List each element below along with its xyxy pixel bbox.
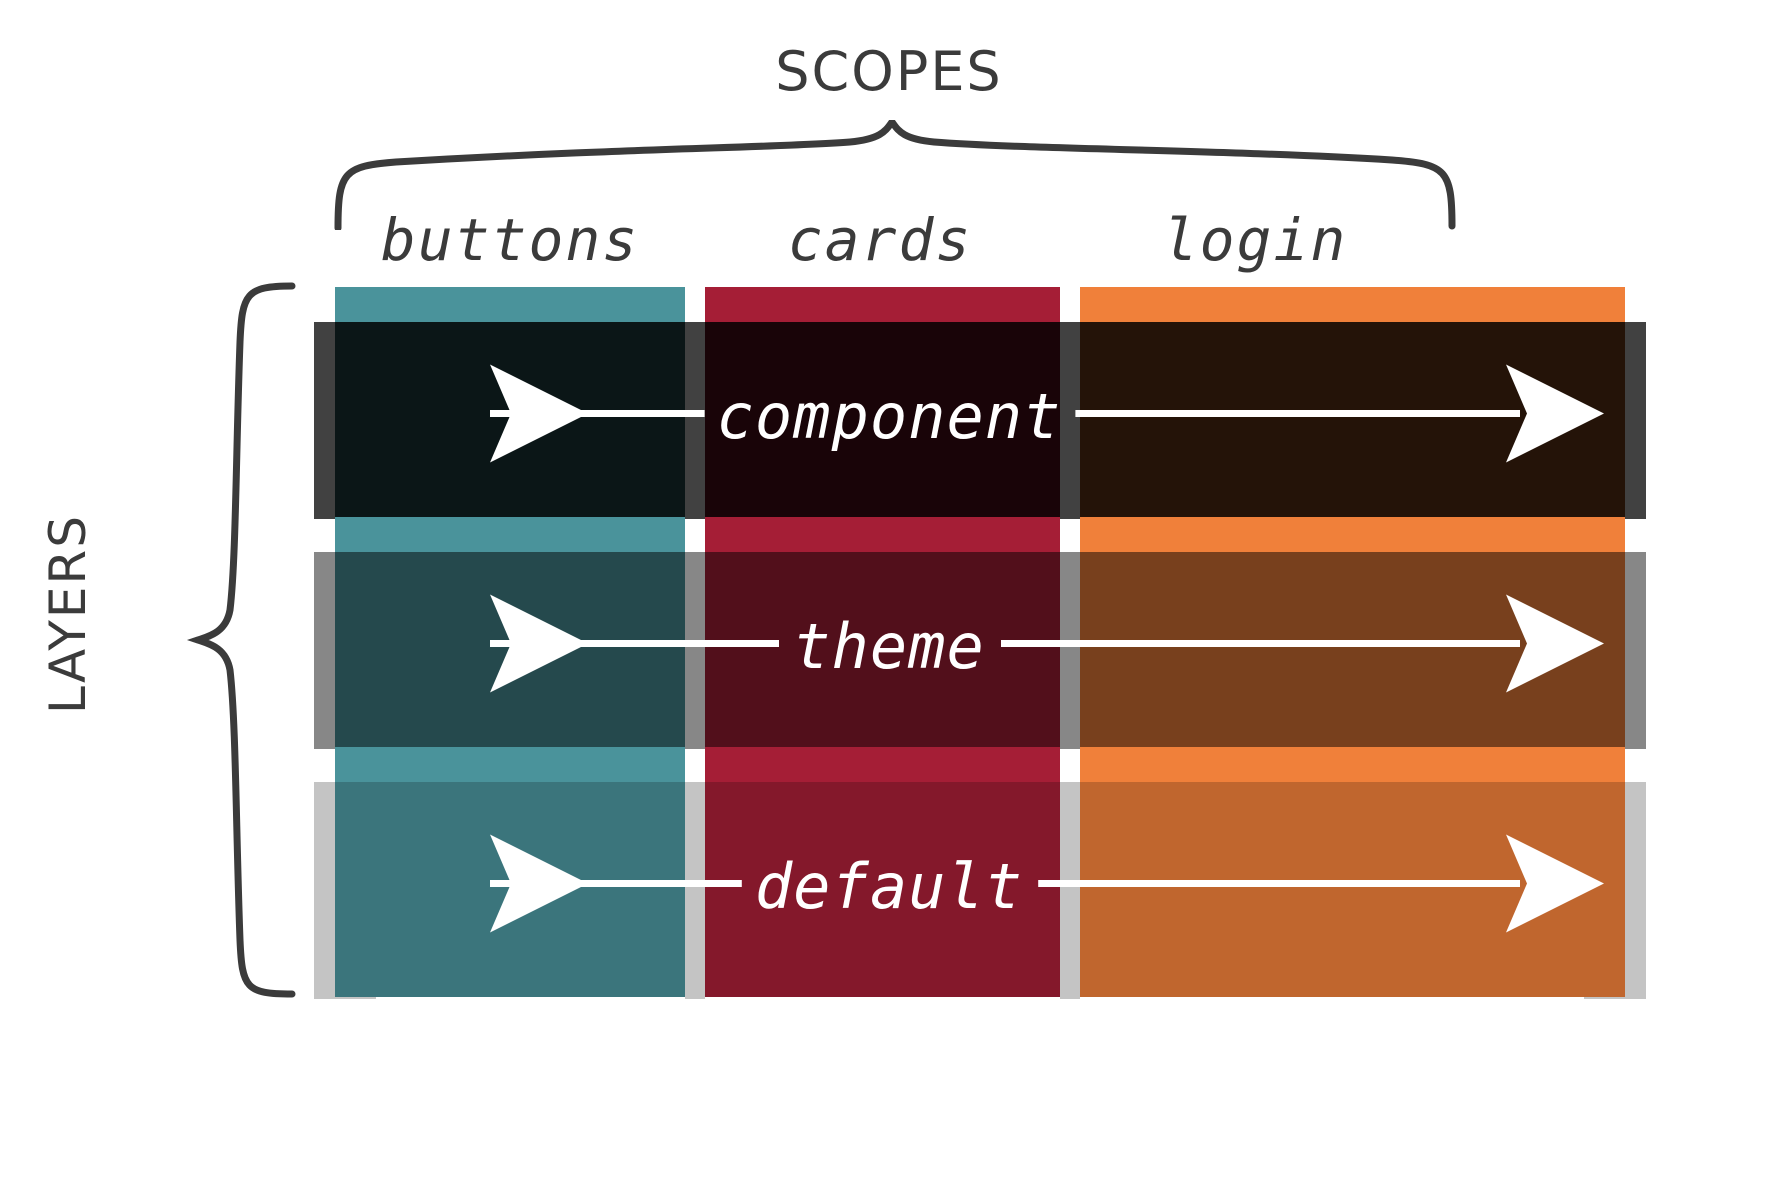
layer-gutter-rail-0: [1060, 322, 1080, 519]
layer-gutter-rail-1: [685, 552, 705, 749]
scope-label-cards: cards: [787, 206, 973, 274]
scopes-title: SCOPES: [775, 40, 1003, 103]
layer-label-default: default: [754, 849, 1024, 923]
layer-label-component: component: [716, 379, 1062, 453]
scope-label-buttons: buttons: [380, 206, 640, 274]
layer-gutter-rail-2: [685, 782, 705, 999]
top-brace-icon: [334, 120, 1456, 230]
layer-gutter-rail-0: [685, 322, 705, 519]
cell-cards-theme: [705, 552, 1060, 747]
layer-label-theme: theme: [793, 609, 985, 683]
cell-cards-component: [705, 322, 1060, 517]
layer-gutter-rail-2: [1060, 782, 1080, 999]
left-brace-icon: [186, 282, 296, 998]
layer-gutter-rail-1: [1060, 552, 1080, 749]
scope-label-login: login: [1162, 206, 1348, 274]
cell-cards-default: [705, 782, 1060, 997]
